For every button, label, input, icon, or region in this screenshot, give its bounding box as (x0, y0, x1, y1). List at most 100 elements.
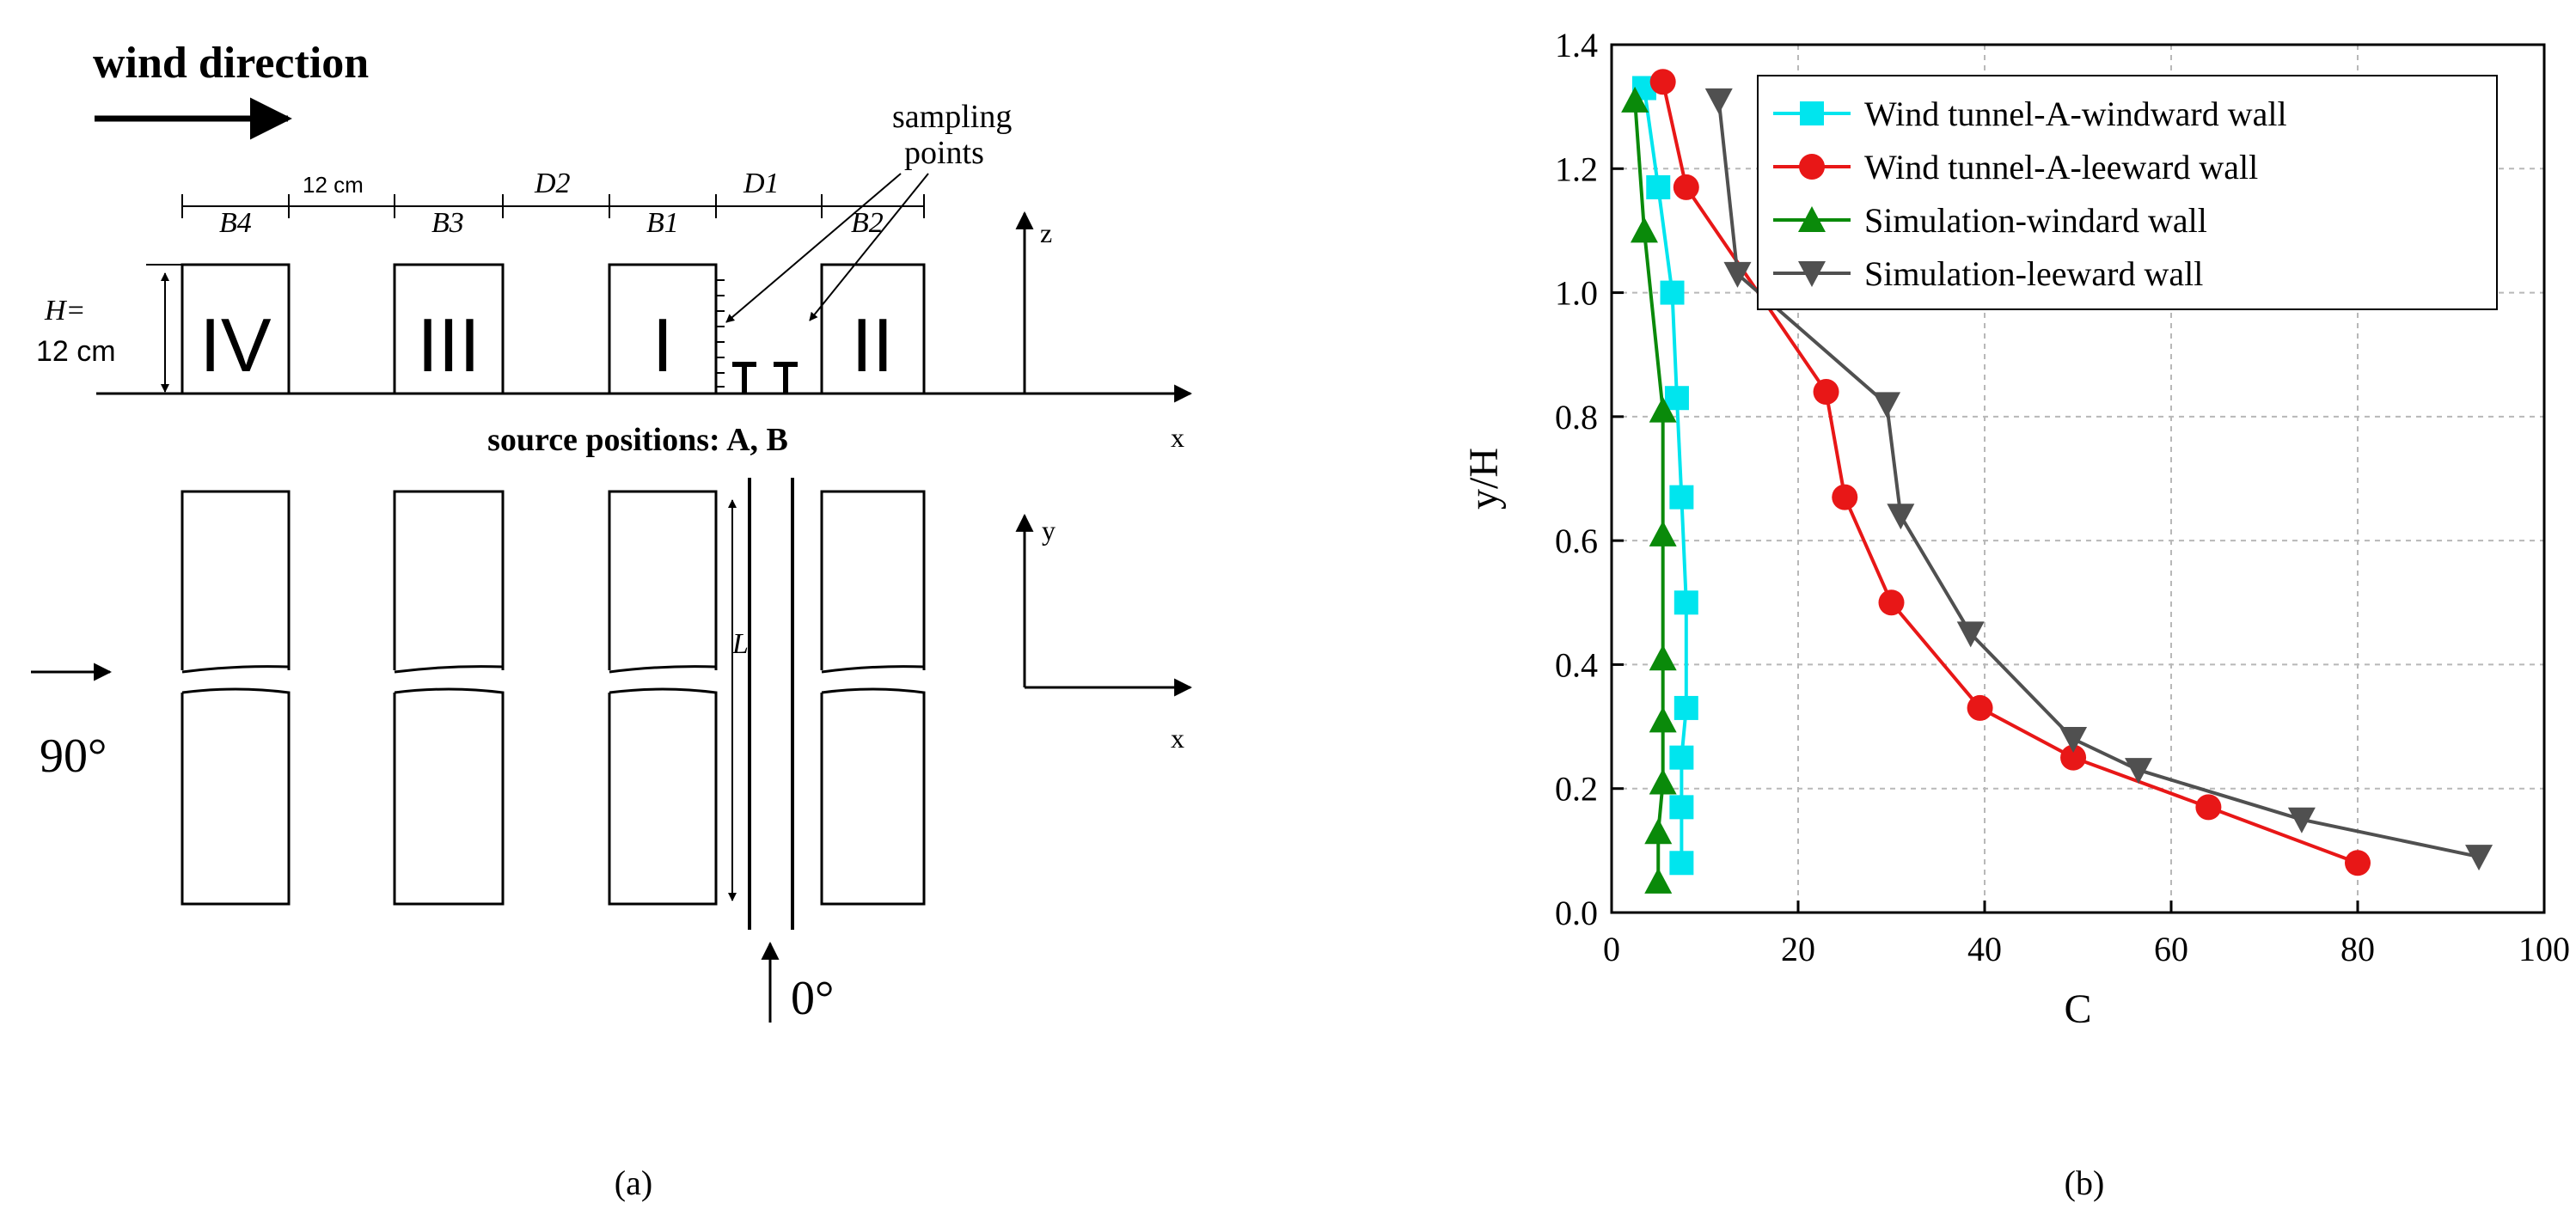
data-point (1649, 706, 1677, 733)
x-axis-label-top: x (1171, 422, 1184, 453)
series-4 (1704, 88, 2493, 871)
data-point (1704, 88, 1733, 114)
diagram-panel: wind direction B4 12 cm B3 D2 B1 D1 B2 s… (31, 39, 1193, 1202)
legend-marker (1800, 101, 1824, 125)
data-point (1649, 69, 1676, 95)
series-3 (1621, 86, 1677, 894)
legend-label: Simulation-leeward wall (1864, 254, 2203, 293)
building-i-label: I (652, 302, 673, 388)
chart-series (1621, 69, 2493, 894)
legend-item: Wind tunnel-A-leeward wall (1773, 148, 2258, 186)
building-ii-label: II (852, 302, 894, 388)
data-point (1649, 768, 1677, 795)
y-tick-label: 0.0 (1555, 894, 1598, 932)
wind-direction-label: wind direction (93, 39, 369, 88)
y-tick-label: 1.2 (1555, 150, 1598, 188)
sampling-arrow-right (809, 173, 929, 321)
sampling-label-line2: points (904, 135, 984, 171)
plot-area-frame (1610, 43, 2546, 914)
data-point (1644, 867, 1673, 894)
data-point (1956, 621, 1985, 648)
y-axis-title: y/H (1461, 448, 1507, 510)
panel-b-label: (b) (2065, 1163, 2105, 1202)
gap-label: 12 cm (303, 172, 364, 198)
legend-item: Simulation-leeward wall (1773, 254, 2203, 293)
y-axis-label: y (1042, 515, 1055, 546)
angle-90-label: 90° (40, 730, 107, 783)
dim-label-d2: D2 (534, 168, 571, 199)
legend-label: Simulation-windard wall (1864, 201, 2207, 240)
x-tick-label: 20 (1781, 930, 1815, 968)
y-tick-label: 1.0 (1555, 274, 1598, 313)
data-point (1669, 851, 1694, 876)
data-point (1887, 504, 1915, 530)
x-tick-label: 80 (2340, 930, 2375, 968)
data-point (1649, 644, 1677, 671)
height-label-h: H= (44, 295, 86, 327)
data-point (1669, 485, 1694, 510)
legend-marker (1798, 206, 1826, 232)
data-point (1621, 86, 1649, 113)
panel-a-label: (a) (615, 1163, 652, 1202)
data-point (1723, 261, 1752, 288)
data-point (1832, 484, 1858, 510)
data-point (2345, 850, 2371, 876)
data-point (2060, 744, 2087, 771)
data-point (1967, 694, 1993, 721)
sampling-ticks (716, 279, 725, 388)
y-tick-label: 0.2 (1555, 770, 1598, 809)
data-point (1669, 795, 1694, 820)
source-positions-label: source positions: A, B (487, 422, 788, 458)
source-symbols (732, 362, 798, 394)
series-line (1633, 100, 1665, 882)
x-tick-label: 100 (2518, 930, 2570, 968)
series-1 (1631, 76, 1698, 876)
x-axis-label-bottom: x (1171, 723, 1184, 754)
x-tick-label: 40 (1967, 930, 2002, 968)
data-point (1669, 745, 1694, 770)
data-point (1873, 392, 1901, 418)
legend-label: Wind tunnel-A-windward wall (1864, 95, 2287, 133)
series-line (1642, 88, 1688, 864)
dimension-line (181, 194, 925, 218)
dim-label-b4: B4 (219, 207, 252, 239)
legend-item: Wind tunnel-A-windward wall (1773, 95, 2287, 133)
legend-box (1757, 75, 2498, 310)
y-tick-label: 0.4 (1555, 645, 1598, 684)
plan-view-buildings (181, 490, 926, 906)
data-point (1673, 695, 1698, 720)
height-label-value: 12 cm (36, 335, 116, 368)
legend-marker (1798, 261, 1826, 287)
legend-item: Simulation-windard wall (1773, 201, 2207, 240)
data-point (1664, 386, 1689, 411)
data-point (2287, 807, 2316, 833)
length-label: L (731, 628, 749, 660)
y-tick-label: 0.8 (1555, 398, 1598, 437)
building-iv-label: IV (199, 302, 271, 388)
data-point (1813, 379, 1839, 405)
legend-label: Wind tunnel-A-leeward wall (1864, 148, 2258, 186)
legend-marker (1799, 154, 1825, 180)
z-axis-label: z (1040, 217, 1052, 248)
data-point (1673, 174, 1699, 200)
sampling-arrow-left (725, 173, 902, 323)
angle-0-label: 0° (791, 972, 834, 1025)
data-point (1649, 520, 1677, 546)
data-point (1630, 217, 1658, 243)
y-tick-label: 1.4 (1555, 26, 1598, 64)
data-point (2195, 794, 2222, 821)
data-point (2465, 845, 2493, 871)
y-tick-label: 0.6 (1555, 522, 1598, 560)
dim-label-b1: B1 (646, 207, 679, 239)
dim-label-b3: B3 (431, 207, 464, 239)
data-point (1644, 818, 1673, 845)
data-point (2059, 727, 2088, 753)
x-axis-title: C (2064, 986, 2091, 1032)
data-point (1878, 589, 1905, 616)
data-point (1646, 174, 1671, 199)
x-tick-label: 0 (1603, 930, 1620, 968)
